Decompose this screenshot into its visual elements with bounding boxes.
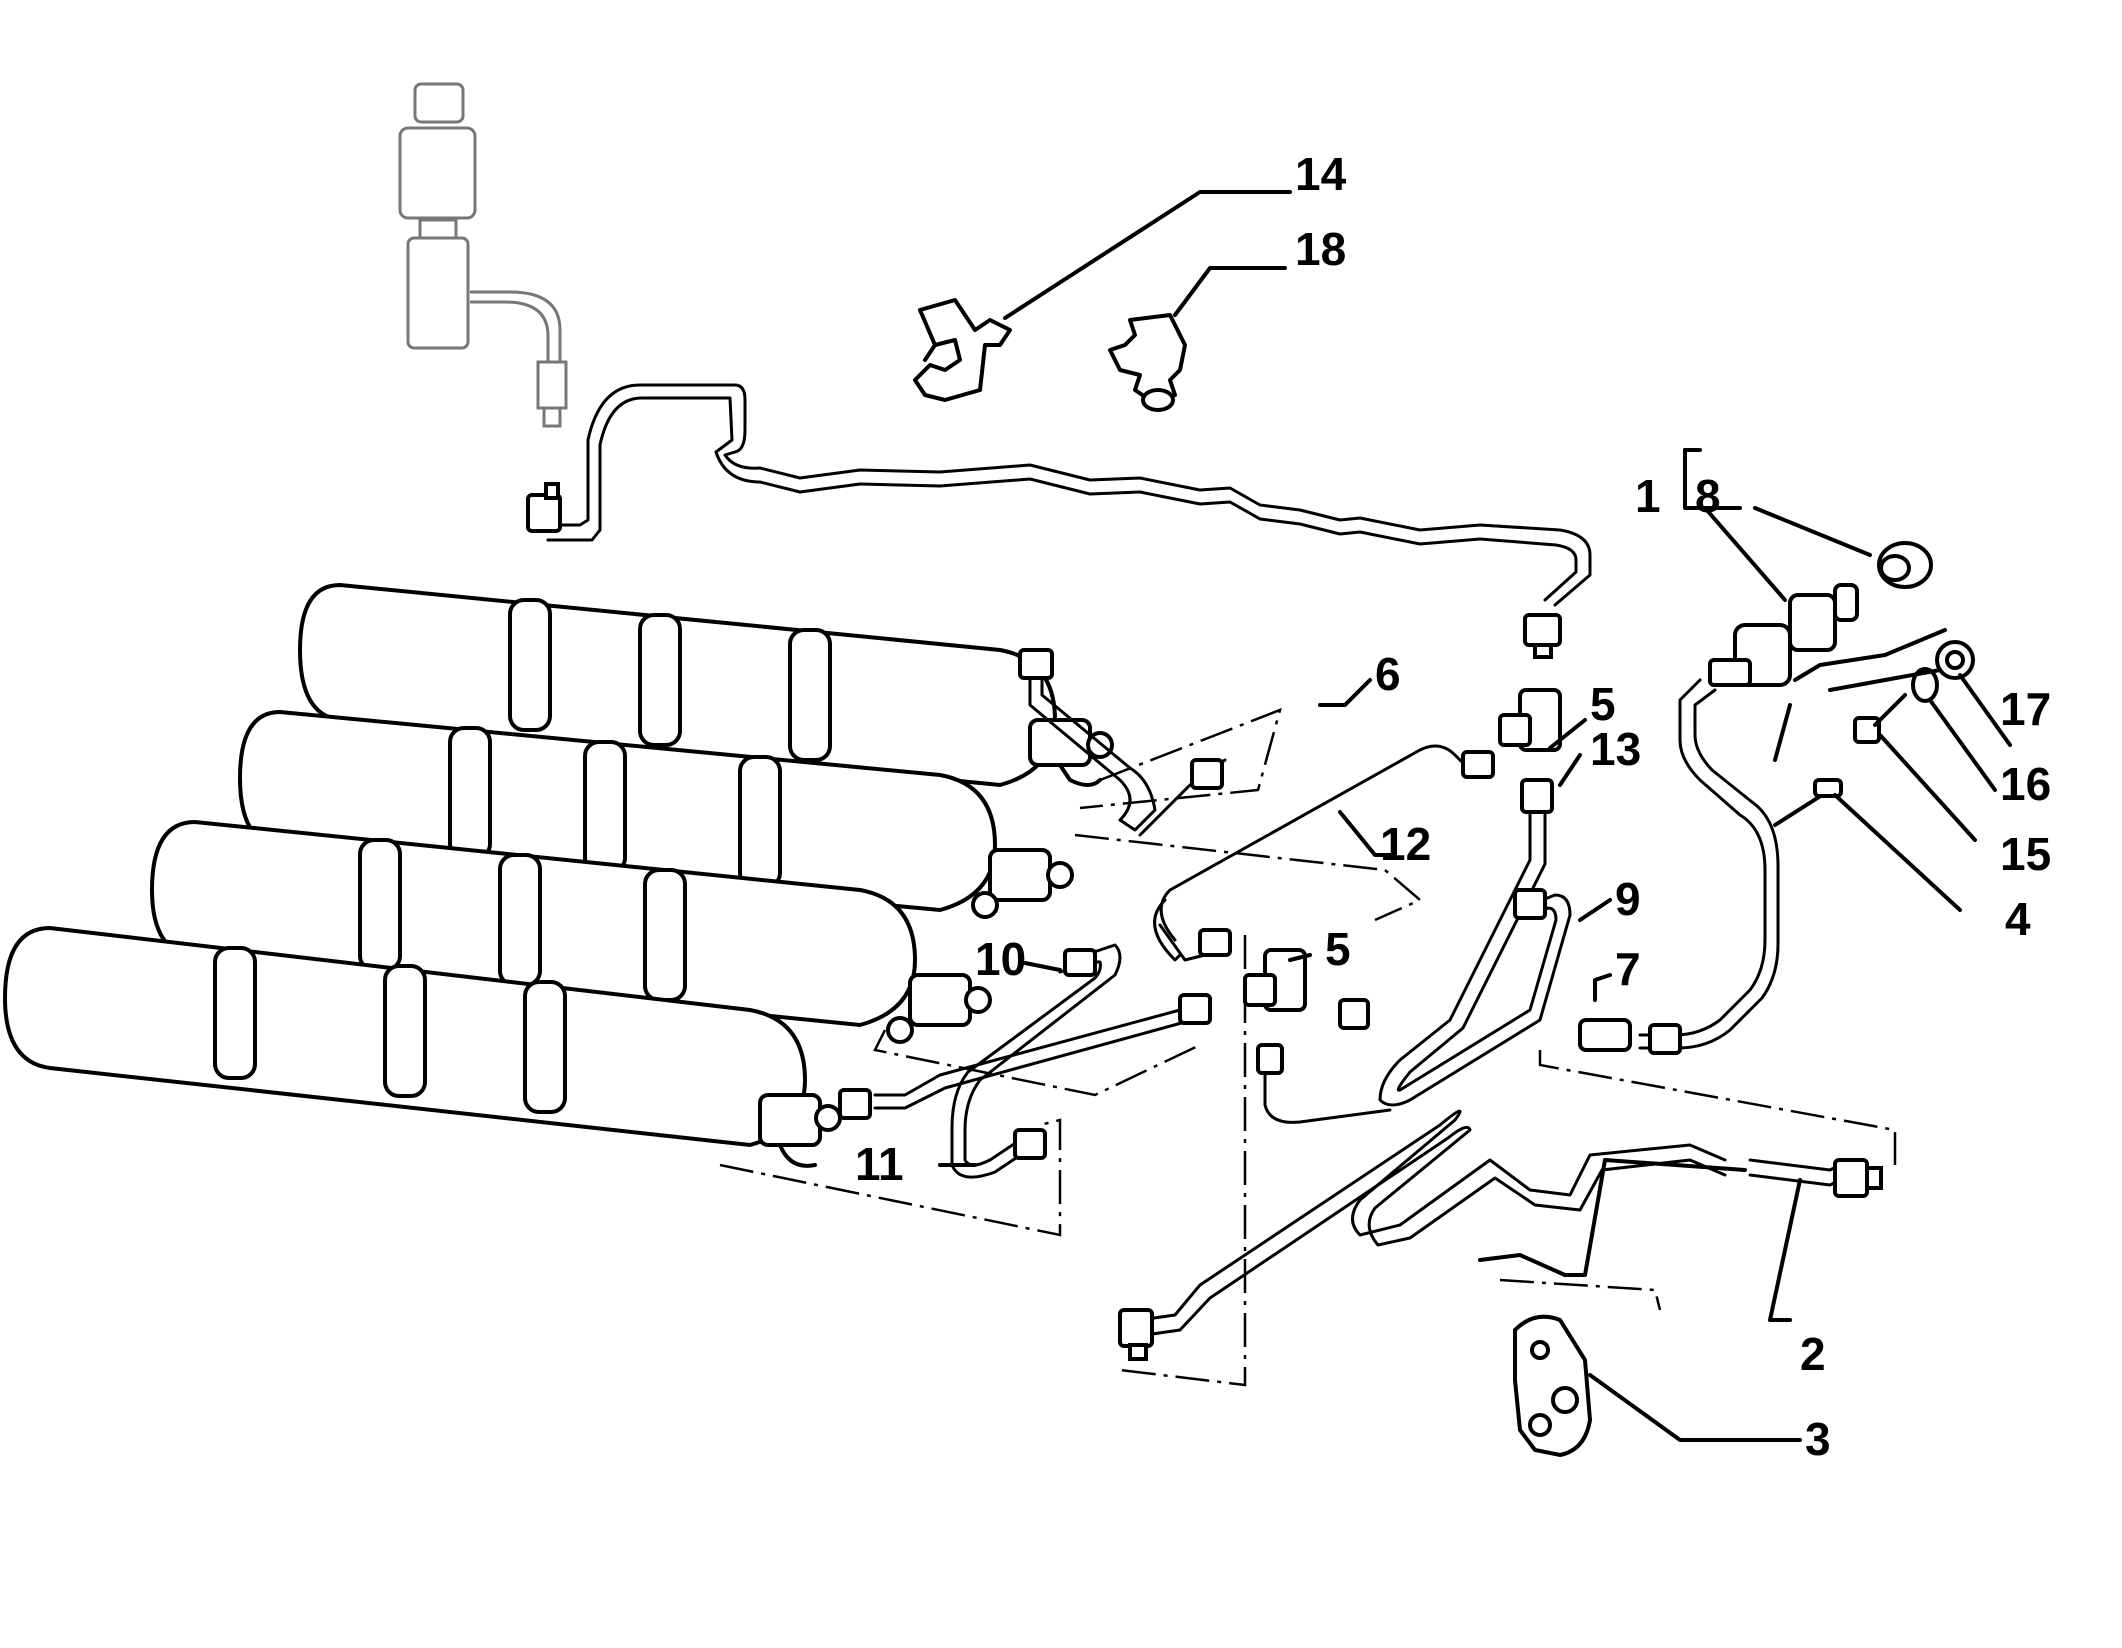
label-7: 7 [1615, 943, 1641, 995]
filling-valve-assembly [398, 82, 568, 428]
label-4: 4 [2005, 893, 2031, 945]
cylinder-valve-2 [971, 848, 1074, 919]
tee-fitting-5-lower [1243, 948, 1307, 1012]
pipe-12 [1153, 744, 1495, 962]
label-15: 15 [2000, 828, 2051, 880]
label-10: 10 [975, 933, 1026, 985]
gas-cylinder-1 [297, 582, 1114, 788]
label-2: 2 [1800, 1328, 1826, 1380]
pipe-6 [1018, 648, 1227, 837]
label-11: 11 [855, 1138, 904, 1190]
label-12: 12 [1380, 818, 1431, 870]
tee-fitting-5-upper [1498, 688, 1562, 752]
pipe-13-9 [1256, 778, 1572, 1124]
label-8: 8 [1695, 470, 1721, 522]
pipe-2 [1748, 1158, 1883, 1198]
part-4-stud [1773, 778, 1843, 827]
cylinder-valve-1 [1028, 718, 1114, 787]
label-9: 9 [1615, 873, 1641, 925]
lower-pipe [1118, 1109, 1727, 1361]
label-5-upper: 5 [1590, 678, 1616, 730]
part-labels: 14 18 1 8 6 5 13 12 9 10 5 7 11 17 16 15… [855, 148, 2051, 1465]
part-16-washer [1911, 667, 1939, 703]
label-17: 17 [2000, 683, 2051, 735]
clip-18 [1108, 313, 1187, 412]
clip-14 [913, 298, 1012, 402]
bracket-3 [1513, 1314, 1593, 1458]
part-17-nut [1935, 640, 1975, 680]
label-1: 1 [1635, 470, 1661, 522]
pipe-10-11 [838, 943, 1212, 1179]
main-pressure-pipe [526, 383, 1592, 659]
part-7 [1578, 678, 1780, 1055]
gas-cylinder-3 [149, 819, 992, 1044]
leader-lines [938, 190, 2012, 1442]
pressure-regulator-1 [1708, 583, 1859, 687]
part-15-bolt [1853, 693, 1907, 744]
label-3: 3 [1805, 1413, 1831, 1465]
label-16: 16 [2000, 758, 2051, 810]
label-14: 14 [1295, 148, 1347, 200]
label-13: 13 [1590, 723, 1641, 775]
label-6: 6 [1375, 648, 1401, 700]
label-5-lower: 5 [1325, 923, 1351, 975]
cylinder-valve-4 [758, 1093, 842, 1168]
label-18: 18 [1295, 223, 1346, 275]
part-8 [1877, 541, 1933, 589]
cylinder-valve-3 [886, 973, 992, 1044]
alignment-lines [719, 707, 1897, 1387]
